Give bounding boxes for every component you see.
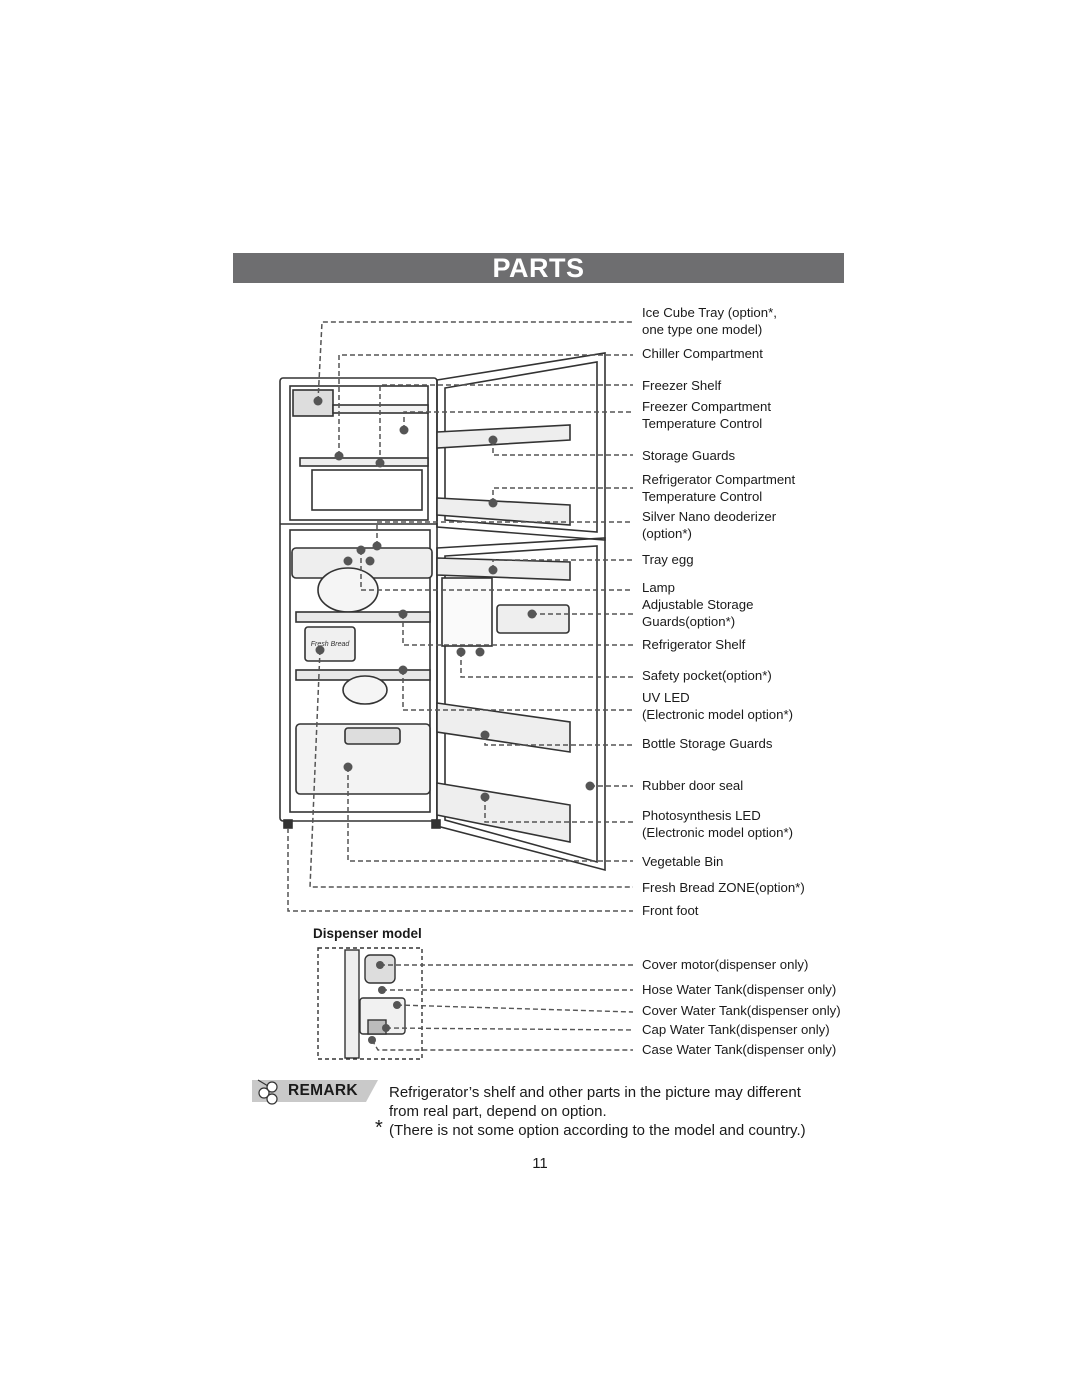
label-silver-nano-deoderizer: Silver Nano deoderizer(option*) bbox=[642, 509, 777, 541]
bottle-storage-guard-lower bbox=[436, 782, 571, 843]
chiller-compartment bbox=[311, 469, 423, 511]
label-refrigerator-shelf: Refrigerator Shelf bbox=[642, 637, 746, 652]
label-cap-water-tank: Cap Water Tank(dispenser only) bbox=[642, 1022, 830, 1037]
label-front-foot: Front foot bbox=[642, 903, 699, 918]
label-vegetable-bin: Vegetable Bin bbox=[642, 854, 724, 869]
refrigerator-shelf bbox=[295, 611, 431, 623]
remark-line-1: Refrigerator’s shelf and other parts in … bbox=[389, 1084, 801, 1101]
label-rubber-door-seal: Rubber door seal bbox=[642, 778, 744, 793]
label-uv-led: UV LED(Electronic model option*) bbox=[642, 690, 793, 722]
page-title: PARTS bbox=[233, 253, 844, 283]
label-case-water-tank: Case Water Tank(dispenser only) bbox=[642, 1042, 837, 1057]
freezer-interior bbox=[289, 385, 429, 521]
adjustable-storage-guard bbox=[496, 604, 570, 634]
label-freezer-shelf: Freezer Shelf bbox=[642, 378, 722, 393]
refrigerator-door bbox=[436, 537, 606, 872]
remark-icon bbox=[257, 1079, 278, 1105]
remark-asterisk: * bbox=[375, 1117, 383, 1139]
freezer-door-guard-upper bbox=[436, 424, 571, 449]
dispenser-inset-frame bbox=[317, 947, 423, 1060]
label-storage-guards: Storage Guards bbox=[642, 448, 736, 463]
remark-label: REMARK bbox=[288, 1082, 358, 1099]
label-photosynthesis-led: Photosynthesis LED(Electronic model opti… bbox=[642, 808, 793, 840]
label-cover-motor: Cover motor(dispenser only) bbox=[642, 957, 809, 972]
remark-line-3: (There is not some option according to t… bbox=[389, 1122, 806, 1139]
label-fresh-bread-zone: Fresh Bread ZONE(option*) bbox=[642, 880, 805, 895]
label-bottle-storage-guards: Bottle Storage Guards bbox=[642, 736, 773, 751]
label-chiller-compartment: Chiller Compartment bbox=[642, 346, 763, 361]
label-ice-cube-tray: Ice Cube Tray (option*,one type one mode… bbox=[642, 305, 777, 337]
label-cover-water-tank: Cover Water Tank(dispenser only) bbox=[642, 1003, 841, 1018]
bottle-storage-guard-upper bbox=[436, 702, 571, 753]
freezer-shelf bbox=[299, 457, 429, 467]
label-safety-pocket: Safety pocket(option*) bbox=[642, 668, 772, 683]
fresh-bread-illustration-text: Fresh Bread bbox=[311, 641, 351, 648]
remark-badge bbox=[252, 1080, 378, 1102]
label-hose-water-tank: Hose Water Tank(dispenser only) bbox=[642, 982, 837, 997]
ice-cube-tray bbox=[292, 389, 334, 417]
label-tray-egg: Tray egg bbox=[642, 552, 694, 567]
page-number: 11 bbox=[532, 1155, 548, 1172]
remark-line-2: from real part, depend on option. bbox=[389, 1103, 607, 1120]
dispenser-model-title: Dispenser model bbox=[313, 926, 422, 941]
freezer-door-guard-lower bbox=[436, 497, 571, 526]
tray-egg bbox=[436, 557, 571, 581]
label-lamp: Lamp bbox=[642, 580, 675, 595]
